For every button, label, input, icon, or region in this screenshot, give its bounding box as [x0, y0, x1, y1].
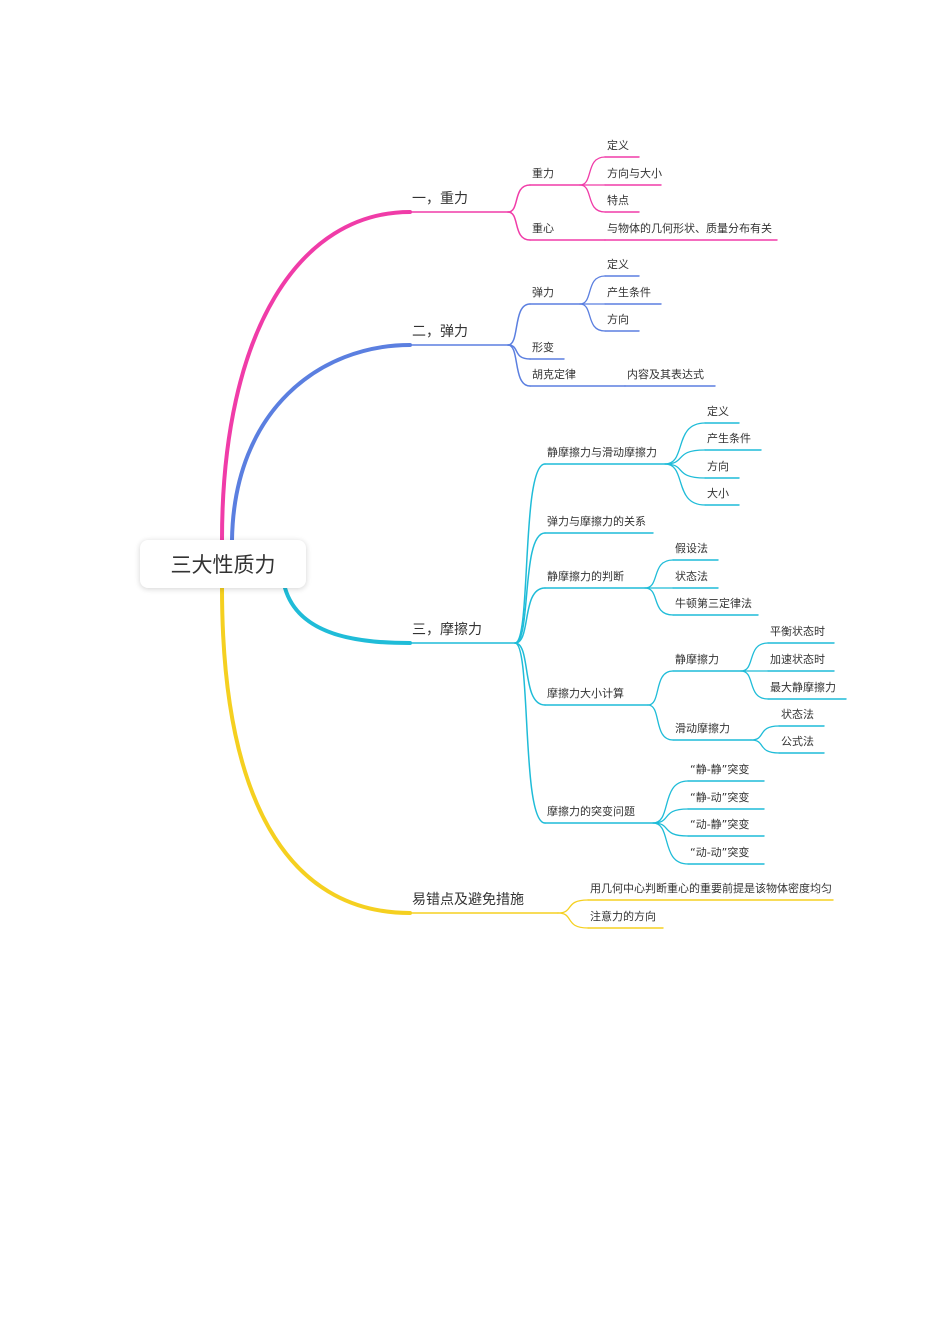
node-mistake-0[interactable]: 用几何中心判断重心的重要前提是该物体密度均匀 [590, 882, 832, 895]
node-huke-detail[interactable]: 内容及其表达式 [627, 368, 704, 381]
node-sudden-child-2[interactable]: “动-静”突变 [690, 818, 750, 831]
friction-relation-link [514, 532, 546, 644]
node-sudden[interactable]: 摩擦力的突变问题 [547, 805, 635, 818]
node-svs-child-0[interactable]: 定义 [707, 405, 729, 418]
node-mistake-link-1 [557, 912, 589, 929]
node-calc-static[interactable]: 静摩擦力 [675, 653, 719, 666]
node-svs-child-3[interactable]: 大小 [707, 487, 729, 500]
node-calc-static-child-1[interactable]: 加速状态时 [770, 653, 825, 666]
node-zhongli-child-link-0 [579, 156, 606, 186]
node-tanli[interactable]: 弹力 [532, 286, 554, 299]
node-calc-sliding-child-1[interactable]: 公式法 [781, 735, 814, 748]
node-svs-child-link-0 [664, 422, 706, 465]
node-sudden-child-0[interactable]: “静-静”突变 [690, 763, 750, 776]
node-calc-sliding-child-0[interactable]: 状态法 [781, 708, 814, 721]
node-zhongli-child-1[interactable]: 方向与大小 [607, 167, 662, 180]
node-xingbian[interactable]: 形变 [532, 341, 554, 354]
node-zhongxin-detail[interactable]: 与物体的几何形状、质量分布有关 [607, 222, 772, 235]
gravity-zhongxin-link [507, 211, 531, 241]
node-calc-sliding-child-link-0 [750, 725, 780, 741]
friction-judge-link [514, 587, 546, 644]
node-judge-child-0[interactable]: 假设法 [675, 542, 708, 555]
node-mistake-link-0 [557, 899, 589, 914]
node-zhongli-child-2[interactable]: 特点 [607, 194, 629, 207]
node-judge-child-link-2 [644, 587, 674, 616]
node-calc-sliding[interactable]: 滑动摩擦力 [675, 722, 730, 735]
node-svs-child-1[interactable]: 产生条件 [707, 432, 751, 445]
node-sudden-child-link-0 [652, 780, 689, 824]
root-topic-label: 三大性质力 [170, 553, 276, 577]
node-sudden-child-link-3 [652, 822, 689, 865]
node-tanli-child-1[interactable]: 产生条件 [607, 286, 651, 299]
node-mistake-1[interactable]: 注意力的方向 [590, 910, 656, 923]
elastic-branch [230, 343, 412, 542]
node-calc-static-child-link-2 [740, 670, 769, 700]
node-judge-child-1[interactable]: 状态法 [675, 570, 708, 583]
node-calc-static-child-2[interactable]: 最大静摩擦力 [770, 681, 836, 694]
node-tanli-child-2[interactable]: 方向 [607, 313, 629, 326]
node-zhongli-child-0[interactable]: 定义 [607, 139, 629, 152]
node-judge-child-link-0 [644, 559, 674, 589]
mistakes-branch [220, 586, 412, 915]
node-svs-child-2[interactable]: 方向 [707, 460, 729, 473]
node-relation[interactable]: 弹力与摩擦力的关系 [547, 515, 646, 528]
node-zhongli[interactable]: 重力 [532, 167, 554, 180]
node-tanli-child-link-2 [579, 303, 606, 332]
node-zhongli-child-link-2 [579, 184, 606, 213]
node-sudden-child-link-1 [652, 808, 689, 824]
node-judge-child-2[interactable]: 牛顿第三定律法 [675, 597, 752, 610]
gravity-branch [220, 210, 412, 542]
node-calc-static-child-link-0 [740, 642, 769, 672]
elastic-huke-link [507, 344, 531, 387]
root-topic[interactable]: 三大性质力 [140, 540, 306, 588]
node-calc[interactable]: 摩擦力大小计算 [547, 687, 624, 700]
node-calc-sliding-child-link-1 [750, 739, 780, 754]
node-static-vs-sliding[interactable]: 静摩擦力与滑动摩擦力 [547, 446, 657, 459]
node-judge[interactable]: 静摩擦力的判断 [547, 570, 624, 583]
topic-elastic[interactable]: 二，弹力 [412, 324, 468, 340]
friction-svs-link [514, 463, 546, 644]
friction-branch [283, 586, 412, 645]
topic-mistakes[interactable]: 易错点及避免措施 [412, 892, 524, 908]
node-calc-static-child-0[interactable]: 平衡状态时 [770, 625, 825, 638]
node-tanli-child-link-0 [579, 275, 606, 305]
node-svs-child-link-3 [664, 463, 706, 506]
topic-gravity[interactable]: 一，重力 [412, 191, 468, 207]
friction-sudden-link [514, 642, 546, 824]
friction-calc-link [514, 642, 546, 706]
gravity-zhongli-link [507, 184, 531, 213]
node-huke[interactable]: 胡克定律 [532, 368, 576, 381]
calc-sliding-link [647, 704, 674, 741]
branch-connectors [220, 156, 847, 929]
node-svs-child-link-1 [664, 449, 706, 465]
topic-friction[interactable]: 三，摩擦力 [412, 622, 482, 638]
calc-static-link [647, 670, 674, 706]
elastic-tanli-link [507, 303, 531, 346]
node-zhongxin[interactable]: 重心 [532, 222, 554, 235]
node-sudden-child-3[interactable]: “动-动”突变 [690, 846, 750, 859]
node-tanli-child-0[interactable]: 定义 [607, 258, 629, 271]
node-sudden-child-1[interactable]: “静-动”突变 [690, 791, 750, 804]
